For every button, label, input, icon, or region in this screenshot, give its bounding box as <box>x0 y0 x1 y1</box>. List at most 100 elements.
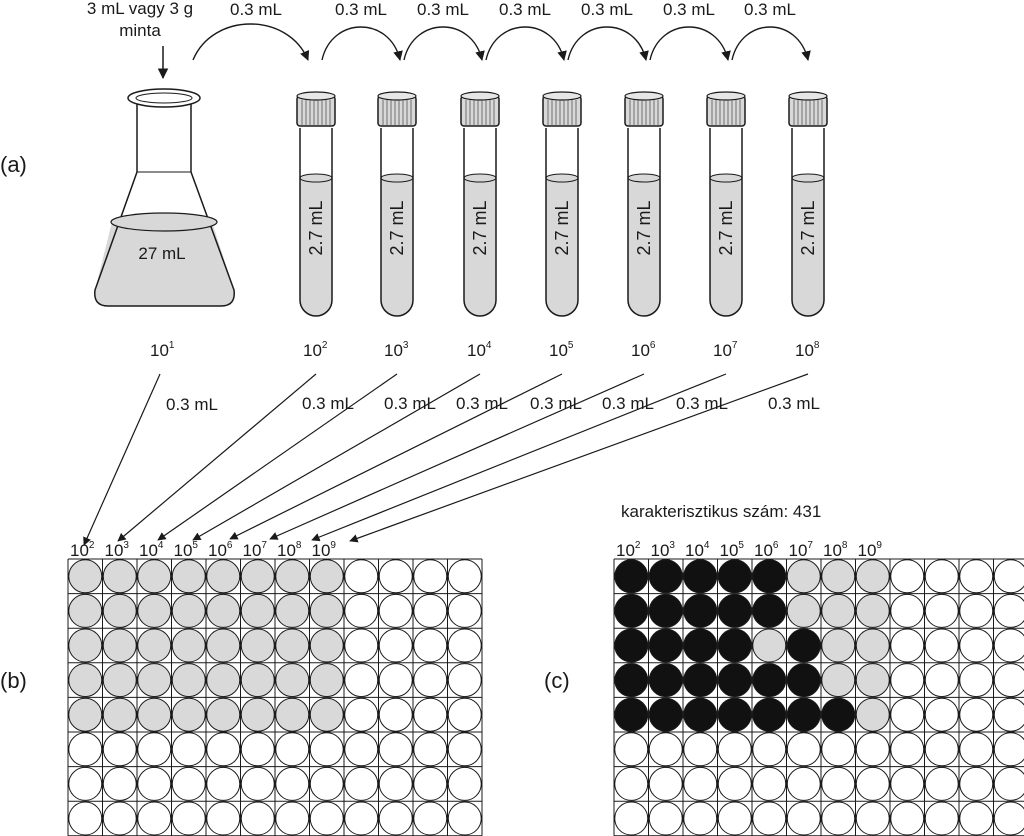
plate-c-well <box>959 801 994 836</box>
plate-c-col-label-3: 103 <box>651 540 676 560</box>
plate-c-well <box>717 732 752 767</box>
plate-b-well <box>378 663 413 698</box>
plate-b-col-label-5: 105 <box>174 540 199 560</box>
tube-volume-6: 2.7 mL <box>634 200 654 255</box>
plate-b-well <box>206 663 241 698</box>
plate-b-well <box>413 559 448 594</box>
plate-c-well <box>821 732 856 767</box>
plate-c-well <box>959 766 994 801</box>
plate-b-well <box>309 732 344 767</box>
plating-arrow-2 <box>117 373 317 542</box>
tube-dilution-4: 104 <box>467 340 492 360</box>
tube-volume-8: 2.7 mL <box>798 200 818 255</box>
panel-label-c: (c) <box>544 668 570 693</box>
plate-b-well <box>240 801 275 836</box>
transfer-volume-label-3: 0.3 mL <box>417 0 469 19</box>
plate-c-well <box>786 766 821 801</box>
plate-b-col-label-9: 109 <box>312 540 337 560</box>
plate-b-well <box>447 801 482 836</box>
plate-b-well <box>378 801 413 836</box>
transfer-volume-label-5: 0.3 mL <box>581 0 633 19</box>
plate-c-well <box>821 559 856 594</box>
transfer-volume-label-1: 0.3 mL <box>230 0 282 19</box>
plate-b-well <box>275 663 310 698</box>
plate-c-well <box>614 697 649 732</box>
plate-c-well <box>717 628 752 663</box>
plate-c-well <box>821 663 856 698</box>
plate-c-well <box>855 628 890 663</box>
plate-b-col-label-2: 102 <box>70 540 95 560</box>
plate-b-well <box>344 801 379 836</box>
plate-c-col-label-4: 104 <box>685 540 710 560</box>
plate-c-well <box>786 697 821 732</box>
plate-c-well <box>890 628 925 663</box>
plate-b-well <box>171 593 206 628</box>
plating-arrow-8 <box>349 373 809 543</box>
plate-b-well <box>137 663 172 698</box>
plate-c-well <box>993 766 1024 801</box>
plate-b-well <box>447 697 482 732</box>
plate-c-well <box>614 732 649 767</box>
plate-c-well <box>924 663 959 698</box>
plate-c-well <box>959 697 994 732</box>
plate-b-well <box>137 732 172 767</box>
plate-c-well <box>752 559 787 594</box>
plate-b-well <box>102 732 137 767</box>
flask-dilution-label: 101 <box>150 340 175 360</box>
plate-b-col-label-7: 107 <box>243 540 268 560</box>
plate-b-well <box>309 663 344 698</box>
plate-c-well <box>821 628 856 663</box>
plate-c-well <box>683 559 718 594</box>
plate-c-well <box>924 732 959 767</box>
plate-c-well <box>821 801 856 836</box>
plate-c-well <box>890 766 925 801</box>
plating-volume-label-8: 0.3 mL <box>768 394 820 413</box>
plate-c-well <box>648 559 683 594</box>
erlenmeyer-flask <box>94 88 235 307</box>
plate-b-well <box>378 697 413 732</box>
transfer-volume-label-2: 0.3 mL <box>335 0 387 19</box>
plating-arrow-4 <box>192 373 481 541</box>
plate-c-well <box>993 663 1024 698</box>
plate-b-well <box>447 732 482 767</box>
plating-volume-label-7: 0.3 mL <box>676 394 728 413</box>
plate-b-well <box>413 801 448 836</box>
plate-c-well <box>959 663 994 698</box>
plate-c-well <box>959 559 994 594</box>
plate-c-well <box>993 559 1024 594</box>
plate-c-well <box>924 697 959 732</box>
characteristic-number: karakterisztikus szám: 431 <box>621 502 821 521</box>
plate-c-well <box>890 663 925 698</box>
plate-b-well <box>240 628 275 663</box>
sample-label-line1: 3 mL vagy 3 g <box>87 0 193 18</box>
plating-arrow-1 <box>83 373 161 546</box>
transfer-arc-7 <box>731 26 811 61</box>
plate-b-well <box>137 628 172 663</box>
plate-b-well <box>344 628 379 663</box>
plate-c-well <box>959 732 994 767</box>
plate-c-well <box>821 593 856 628</box>
plate-b-well <box>275 801 310 836</box>
plate-b-well <box>309 628 344 663</box>
plate-c-well <box>890 732 925 767</box>
plate-c-well <box>648 593 683 628</box>
plate-c-col-label-5: 105 <box>720 540 745 560</box>
plate-b-well <box>68 628 103 663</box>
plate-c-well <box>890 801 925 836</box>
plate-c-col-label-8: 108 <box>823 540 848 560</box>
plate-c-well <box>855 801 890 836</box>
plate-c-well <box>924 628 959 663</box>
plating-volume-label-4: 0.3 mL <box>456 394 508 413</box>
plating-volume-label-3: 0.3 mL <box>384 394 436 413</box>
plate-b-well <box>447 766 482 801</box>
plate-c-well <box>924 801 959 836</box>
plate-b-well <box>240 697 275 732</box>
plate-b-well <box>171 559 206 594</box>
plate-b-col-label-4: 104 <box>139 540 164 560</box>
plate-b-well <box>206 593 241 628</box>
plate-c-well <box>786 801 821 836</box>
